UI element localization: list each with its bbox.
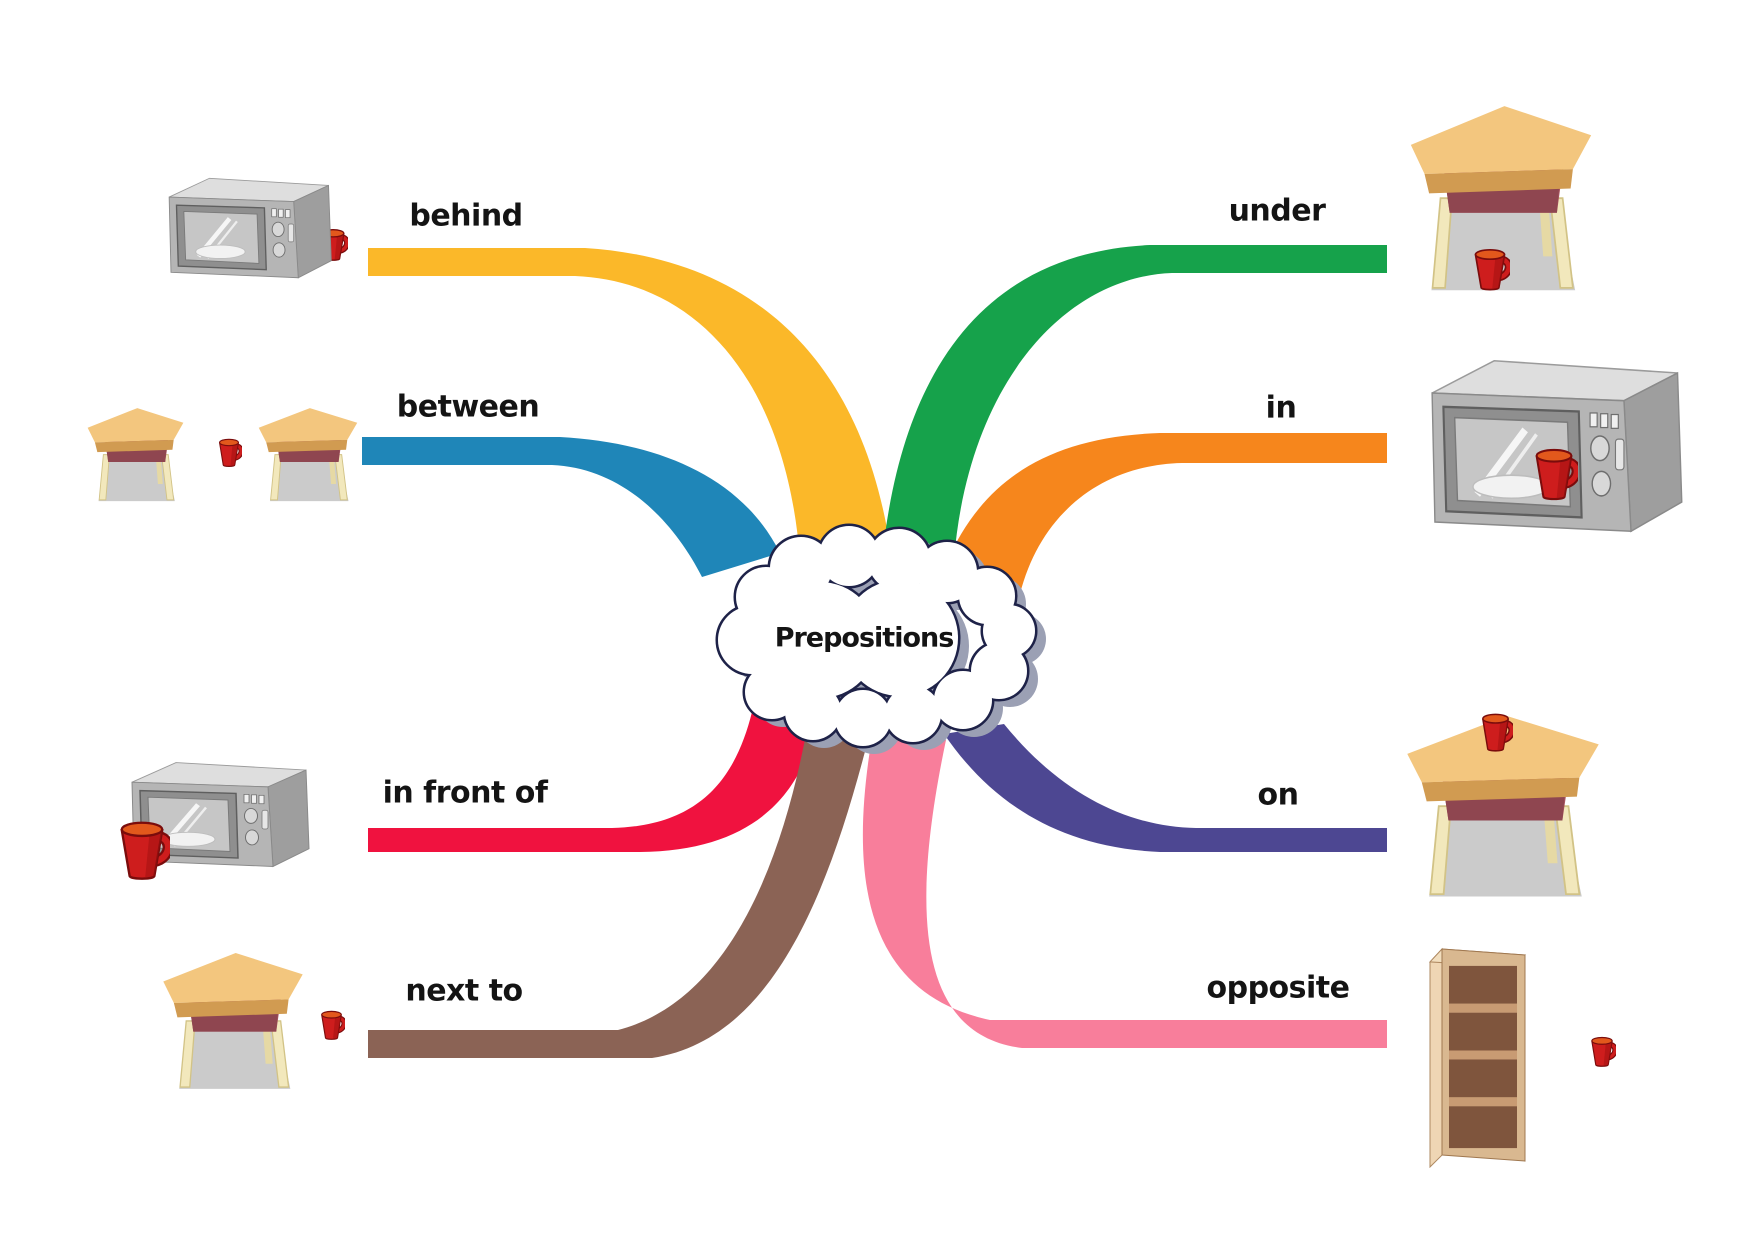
microwave-icon bbox=[160, 172, 334, 284]
bookshelf-icon bbox=[1428, 944, 1528, 1168]
branch-under-ribbon bbox=[882, 245, 1387, 560]
branch-in-ribbon bbox=[946, 433, 1387, 594]
label-behind: behind bbox=[409, 198, 523, 234]
label-opposite: opposite bbox=[1206, 970, 1351, 1006]
table-icon bbox=[158, 944, 308, 1096]
label-between: between bbox=[396, 389, 540, 425]
branch-opposite-ribbon bbox=[862, 737, 1387, 1048]
label-on: on bbox=[1257, 777, 1299, 813]
label-under: under bbox=[1228, 193, 1326, 229]
branch-next-to-ribbon bbox=[368, 734, 868, 1058]
branch-behind-ribbon bbox=[368, 248, 892, 560]
cup-icon bbox=[216, 436, 242, 468]
label-in-front-of: in front of bbox=[382, 775, 548, 811]
table-icon bbox=[84, 402, 187, 506]
center-label: Prepositions bbox=[774, 622, 955, 654]
cup-icon bbox=[114, 816, 170, 882]
cup-icon bbox=[1478, 710, 1513, 753]
cup-icon bbox=[1530, 444, 1578, 502]
cup-icon bbox=[1588, 1034, 1616, 1068]
branch-on-ribbon bbox=[944, 724, 1387, 852]
branch-in-front-of-ribbon bbox=[368, 712, 814, 852]
table-icon bbox=[255, 402, 361, 506]
cup-icon bbox=[1470, 245, 1510, 292]
cup-icon bbox=[318, 1008, 345, 1041]
label-next-to: next to bbox=[405, 973, 523, 1009]
branch-between-ribbon bbox=[362, 437, 780, 577]
label-in: in bbox=[1265, 390, 1297, 426]
